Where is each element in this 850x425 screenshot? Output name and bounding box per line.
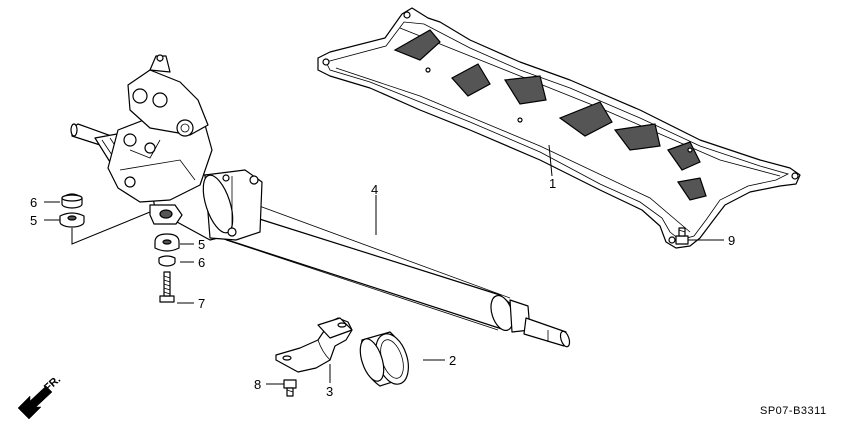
callout-6-lower: 6 [198, 255, 205, 270]
rack-clamp-bracket [275, 317, 353, 373]
leader-lines [44, 144, 724, 385]
crossmember-bolt [675, 227, 689, 245]
mount-cushion-upper [61, 193, 83, 209]
callout-6-upper: 6 [30, 195, 37, 210]
callout-9: 9 [728, 233, 735, 248]
callout-8: 8 [254, 377, 261, 392]
mount-bolt [159, 271, 175, 303]
callout-1: 1 [549, 176, 556, 191]
callout-5-lower: 5 [198, 237, 205, 252]
callout-3: 3 [326, 384, 333, 399]
callout-5-upper: 5 [30, 213, 37, 228]
washer-upper [59, 212, 85, 228]
callout-4: 4 [371, 182, 378, 197]
diagram-code: SP07-B3311 [760, 405, 827, 417]
front-direction-arrow: FR. [17, 373, 63, 420]
bracket-bolt [283, 379, 297, 397]
callout-2: 2 [449, 353, 456, 368]
callout-7: 7 [198, 296, 205, 311]
mount-cushion-lower [154, 233, 180, 252]
rack-mount-bushing [359, 331, 409, 387]
steering-rack-tube [149, 169, 571, 348]
washer-lower [158, 255, 176, 267]
subframe-crossmember [317, 7, 801, 249]
gearbox-housing [70, 54, 213, 225]
